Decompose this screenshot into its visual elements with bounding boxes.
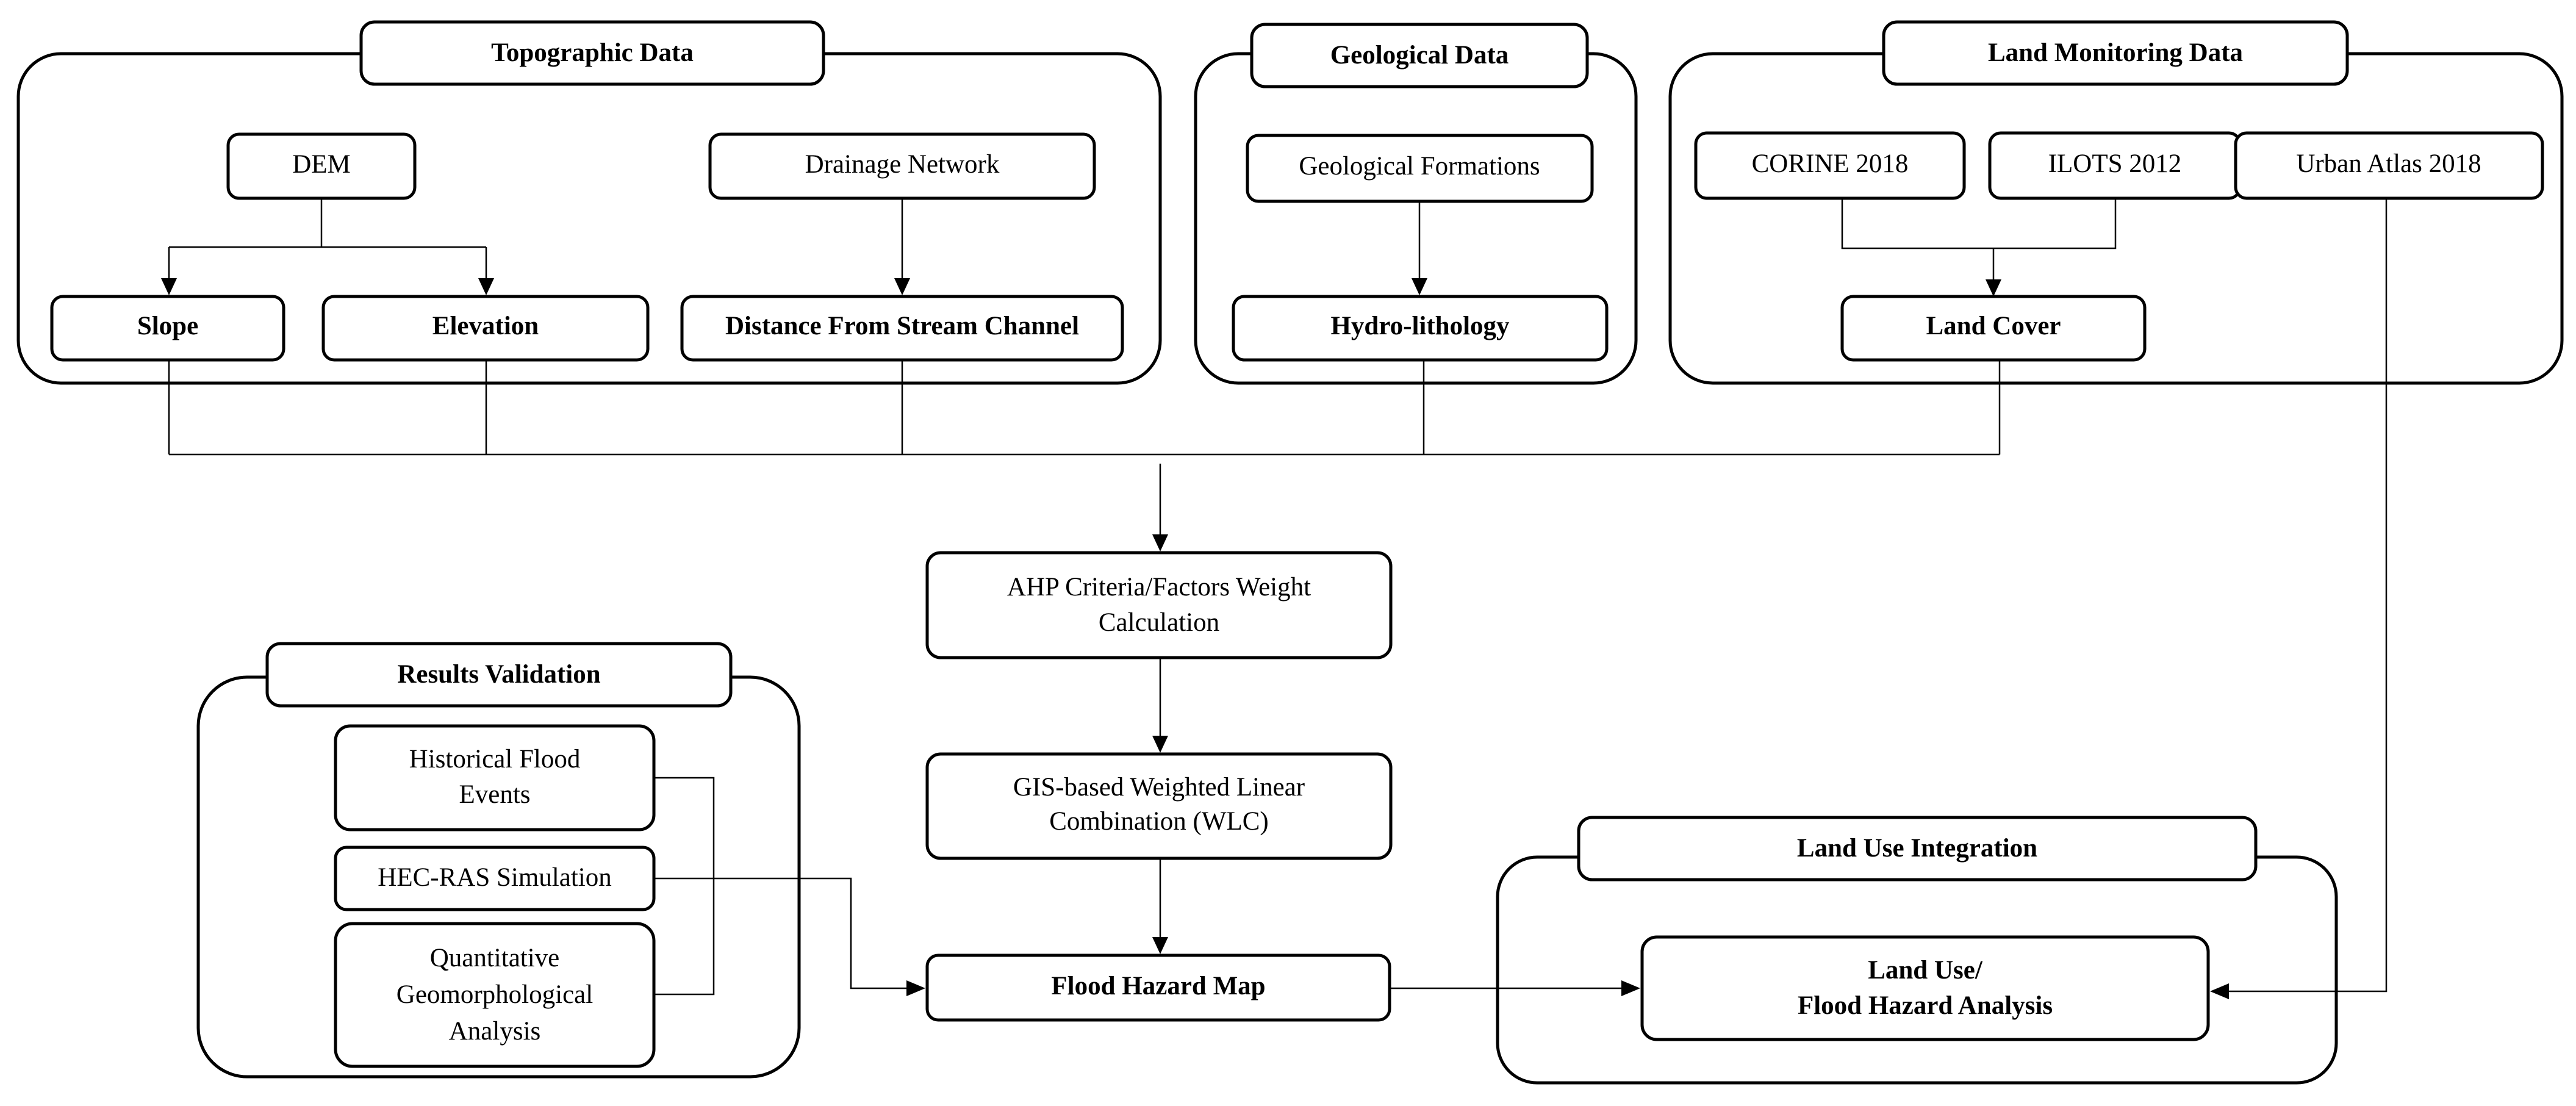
node-gis-wlc: GIS-based Weighted Linear Combination (W…: [925, 752, 1393, 860]
arrowhead-map-to-analysis: [1621, 980, 1640, 996]
arrowhead-validation-to-map: [906, 980, 925, 996]
svg-text:CORINE 2018: CORINE 2018: [1752, 149, 1909, 178]
svg-text:Results Validation: Results Validation: [397, 660, 600, 689]
topographic-data-title: Topographic Data: [359, 20, 825, 86]
node-land-cover: Land Cover: [1840, 295, 2147, 362]
svg-text:HEC-RAS Simulation: HEC-RAS Simulation: [378, 863, 611, 892]
svg-text:Hydro-lithology: Hydro-lithology: [1330, 312, 1510, 340]
arrowhead-distance: [894, 278, 910, 295]
svg-text:AHP Criteria/Factors Weight: AHP Criteria/Factors Weight: [1007, 573, 1311, 601]
node-ahp-weight-calculation: AHP Criteria/Factors Weight Calculation: [925, 551, 1393, 659]
arrowhead-land-cover: [1986, 279, 2001, 296]
arrowhead-urban-to-analysis: [2210, 983, 2229, 999]
svg-text:GIS-based Weighted Linear: GIS-based Weighted Linear: [1013, 773, 1305, 802]
svg-text:Slope: Slope: [137, 312, 198, 340]
node-urban-atlas-2018: Urban Atlas 2018: [2234, 131, 2544, 200]
svg-text:Urban Atlas 2018: Urban Atlas 2018: [2296, 149, 2481, 178]
land-use-integration-title: Land Use Integration: [1577, 816, 2258, 882]
svg-text:Events: Events: [459, 780, 530, 809]
arrowhead-wlc: [1152, 736, 1168, 753]
node-corine-2018: CORINE 2018: [1694, 131, 1966, 200]
node-quantitative-geomorphological-analysis: Quantitative Geomorphological Analysis: [334, 922, 656, 1068]
svg-text:Geological Formations: Geological Formations: [1299, 152, 1540, 181]
node-geological-formations: Geological Formations: [1246, 134, 1594, 203]
node-elevation: Elevation: [321, 295, 650, 362]
svg-text:Historical Flood: Historical Flood: [409, 745, 581, 774]
svg-text:Calculation: Calculation: [1099, 608, 1219, 637]
arrowhead-ahp: [1152, 534, 1168, 551]
svg-text:Combination (WLC): Combination (WLC): [1049, 807, 1268, 836]
connectors: [168, 198, 2388, 996]
svg-text:Land Use Integration: Land Use Integration: [1797, 834, 2037, 863]
results-validation-title: Results Validation: [265, 642, 733, 708]
arrowhead-slope: [161, 278, 177, 295]
svg-text:Land Monitoring Data: Land Monitoring Data: [1988, 38, 2243, 67]
svg-text:Land Use/: Land Use/: [1868, 956, 1983, 985]
arrowhead-elevation: [478, 278, 494, 295]
arrowheads: [161, 278, 2229, 999]
node-land-use-flood-hazard-analysis: Land Use/ Flood Hazard Analysis: [1640, 935, 2210, 1041]
land-monitoring-data-title: Land Monitoring Data: [1882, 20, 2349, 86]
svg-text:ILOTS 2012: ILOTS 2012: [2048, 149, 2182, 178]
arrowhead-flood-hazard-map: [1152, 937, 1168, 954]
node-distance-from-stream-channel: Distance From Stream Channel: [680, 295, 1124, 362]
svg-text:Drainage Network: Drainage Network: [805, 150, 1000, 179]
svg-text:Land Cover: Land Cover: [1926, 312, 2061, 340]
svg-text:Analysis: Analysis: [449, 1017, 541, 1046]
node-slope: Slope: [50, 295, 285, 362]
geological-data-title: Geological Data: [1250, 23, 1589, 88]
svg-text:DEM: DEM: [292, 150, 351, 179]
node-flood-hazard-map: Flood Hazard Map: [925, 953, 1391, 1022]
svg-text:Elevation: Elevation: [432, 312, 539, 340]
node-hydro-lithology: Hydro-lithology: [1232, 295, 1609, 362]
svg-text:Topographic Data: Topographic Data: [491, 38, 694, 67]
svg-text:Flood Hazard Analysis: Flood Hazard Analysis: [1798, 991, 2053, 1020]
node-ilots-2012: ILOTS 2012: [1988, 131, 2242, 200]
node-hec-ras-simulation: HEC-RAS Simulation: [334, 846, 656, 911]
svg-text:Flood Hazard Map: Flood Hazard Map: [1051, 972, 1265, 1000]
svg-text:Distance From Stream Channel: Distance From Stream Channel: [725, 312, 1079, 340]
node-historical-flood-events: Historical Flood Events: [334, 724, 656, 831]
arrowhead-hydro-lithology: [1412, 278, 1427, 295]
svg-text:Geological Data: Geological Data: [1330, 41, 1509, 70]
node-dem: DEM: [226, 132, 417, 200]
svg-text:Quantitative: Quantitative: [430, 944, 560, 972]
node-drainage-network: Drainage Network: [708, 132, 1096, 200]
svg-text:Geomorphological: Geomorphological: [396, 980, 593, 1009]
